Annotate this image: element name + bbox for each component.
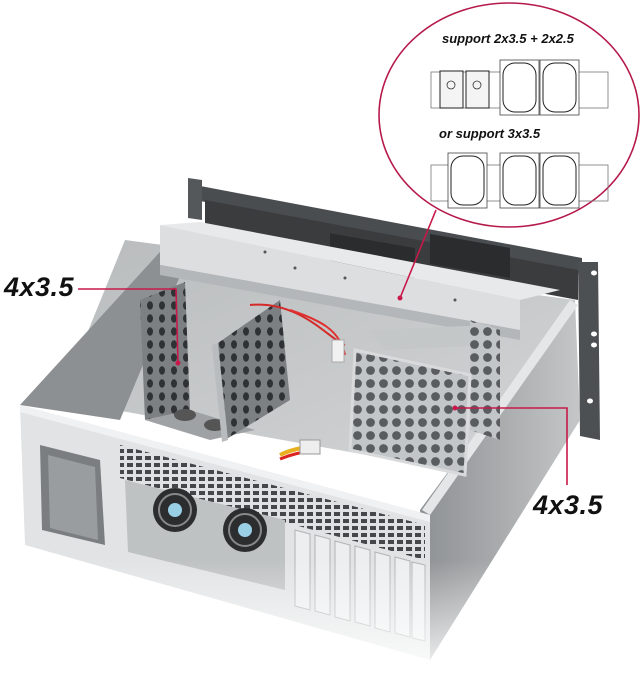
top-cross-brace [160, 222, 560, 340]
left-drive-cage [140, 282, 290, 442]
left-bay-callout-line [78, 288, 181, 366]
left-bay-label: 4x3.5 [4, 272, 75, 302]
zoom-top-label: support 2x3.5 + 2x2.5 [442, 31, 574, 46]
rear-fan-1 [153, 488, 197, 532]
left-side-wall [20, 230, 195, 420]
left-rack-ear [188, 178, 202, 220]
internal-cables [249, 303, 346, 461]
right-bay-callout-line [452, 405, 568, 485]
drive-config-zoom-callout [378, 2, 640, 301]
right-bay-label: 4x3.5 [533, 490, 604, 520]
right-drive-cage [348, 320, 500, 477]
vent-grid [120, 445, 425, 560]
rear-fan-2 [223, 508, 267, 552]
zoom-bottom-label: or support 3x3.5 [439, 126, 541, 141]
config-diagram-3x35 [430, 152, 609, 209]
config-diagram-2x35-2x25 [430, 59, 609, 116]
right-rack-ear [578, 262, 600, 440]
